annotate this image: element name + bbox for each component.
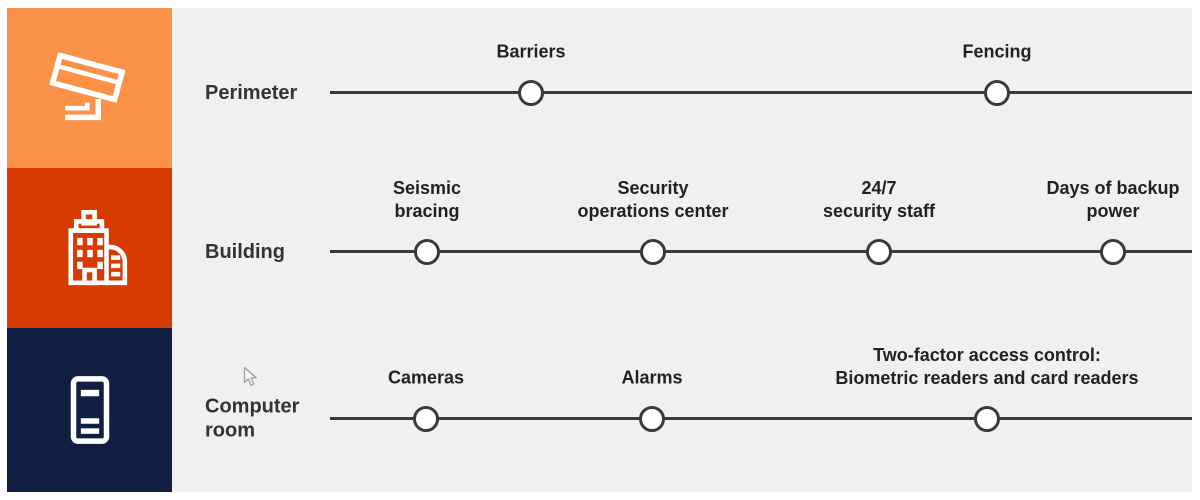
building-timeline-line — [330, 250, 1192, 253]
node-label-barriers: Barriers — [496, 41, 566, 62]
node-label-fencing: Fencing — [962, 41, 1032, 62]
security-layers-sidebar — [7, 8, 172, 492]
node-marker-247-security-staff — [866, 239, 892, 265]
server-rack-icon — [70, 376, 109, 444]
node-marker-seismic-bracing — [414, 239, 440, 265]
node-label-247-security-staff: 24/7 security staff — [822, 178, 936, 221]
node-marker-fencing — [984, 80, 1010, 106]
row-label-building: Building — [205, 240, 285, 263]
node-label-days-of-backup-power: Days of backup power — [1046, 178, 1180, 221]
node-marker-security-operations-center — [640, 239, 666, 265]
perimeter-timeline-line — [330, 91, 1192, 94]
node-marker-cameras — [413, 406, 439, 432]
node-label-seismic-bracing: Seismic bracing — [392, 178, 462, 221]
node-marker-barriers — [518, 80, 544, 106]
building-icon-tile — [7, 168, 172, 328]
node-label-two-factor-access-control: Two-factor access control: Biometric rea… — [835, 345, 1139, 388]
computer-room-icon-tile — [7, 328, 172, 492]
computer-room-timeline-line — [330, 417, 1192, 420]
building-icon — [67, 209, 127, 286]
node-label-security-operations-center: Security operations center — [577, 178, 729, 221]
node-marker-alarms — [639, 406, 665, 432]
node-marker-two-factor-access-control — [974, 406, 1000, 432]
security-camera-icon — [48, 52, 125, 121]
row-label-computer-room: Computer room — [205, 395, 300, 442]
perimeter-icon-tile — [7, 8, 172, 168]
row-label-perimeter: Perimeter — [205, 81, 298, 104]
mouse-cursor — [243, 366, 259, 393]
node-label-alarms: Alarms — [621, 367, 683, 388]
node-marker-days-of-backup-power — [1100, 239, 1126, 265]
node-label-cameras: Cameras — [387, 367, 465, 388]
